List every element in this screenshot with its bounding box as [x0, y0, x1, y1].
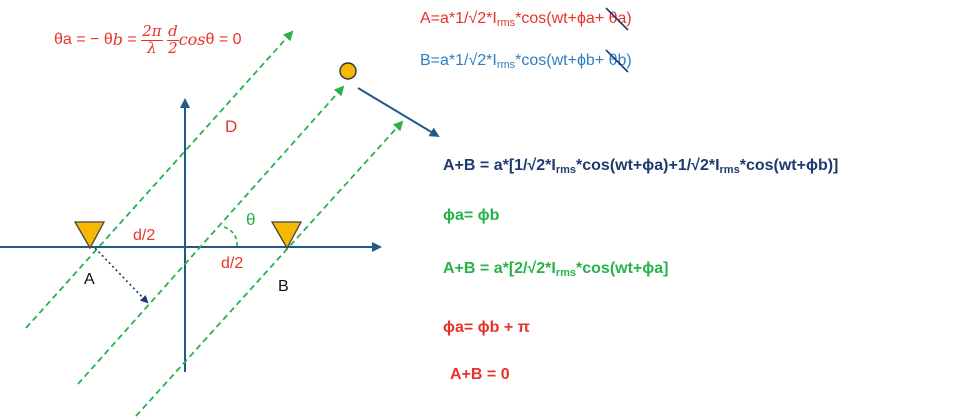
equation-b-post: *cos(wt+ϕb+ [515, 52, 609, 69]
path-difference-arrow [94, 247, 149, 304]
signal-direction-arrow [357, 87, 440, 138]
sum-p1: A+B = a*[1/√2*I [443, 157, 556, 174]
label-theta: θ [246, 210, 256, 229]
fraction2-num: d [167, 22, 179, 41]
wavefront-line-left [25, 30, 294, 329]
phase-equal-condition: ϕa= ϕb [443, 207, 500, 224]
strike-mark-a [605, 7, 629, 31]
equation-b-struck: θb [605, 49, 629, 73]
fraction-num: 2π [141, 22, 163, 41]
antenna-b [270, 221, 303, 250]
equation-a-pre: A=a*1/√2*I [420, 10, 497, 27]
fraction2-den: 2 [168, 38, 178, 57]
equation-a-post: *cos(wt+ϕa+ [515, 10, 609, 27]
equation-a-struck: θa [605, 7, 629, 31]
theta-arc [223, 226, 238, 248]
equation-a-end: ) [626, 10, 632, 27]
wavefront-line-middle [77, 85, 345, 385]
sum2-s1: rms [555, 267, 577, 279]
equation-a-sub: rms [496, 17, 516, 29]
phase-opposite-condition: ϕa= ϕb + π [443, 319, 530, 336]
fraction-den: λ [147, 38, 157, 57]
phase-formula-rhs: θ = 0 [205, 31, 242, 49]
sum-p2: *cos(wt+ϕa)+1/√2*I [576, 157, 720, 174]
antenna-a [73, 221, 106, 250]
sum2-p2: *cos(wt+ϕa] [576, 260, 669, 277]
sum-equation: A+B = a*[1/√2*Irms*cos(wt+ϕa)+1/√2*Irms*… [443, 158, 838, 176]
label-B: B [278, 278, 289, 295]
phase-formula-eq: = [127, 31, 137, 49]
sum-s2: rms [719, 164, 740, 176]
sum-equation-in-phase: A+B = a*[2/√2*Irms*cos(wt+ϕa] [443, 261, 669, 279]
equation-b-pre: B=a*1/√2*I [420, 52, 497, 69]
label-d2-left: d/2 [133, 227, 156, 244]
phase-formula-b: b [112, 30, 123, 50]
sum-result: A+B = 0 [450, 366, 510, 383]
sum-s1: rms [555, 164, 577, 176]
equation-b-end: ) [626, 52, 632, 69]
label-d2-right: d/2 [221, 255, 244, 272]
wavefront-line-right [135, 120, 404, 417]
sum-p3: *cos(wt+ϕb)] [739, 157, 839, 174]
label-D: D [225, 117, 238, 136]
phase-formula-lhs: θa = − θ [54, 31, 113, 49]
signal-source [339, 62, 357, 80]
equation-a: A=a*1/√2*Irms*cos(wt+ϕa+ θa) [420, 7, 632, 31]
equation-b-sub: rms [496, 59, 516, 71]
strike-mark-b [605, 49, 629, 73]
cos-term: cos [178, 30, 206, 50]
sum2-p1: A+B = a*[2/√2*I [443, 260, 556, 277]
equation-b: B=a*1/√2*Irms*cos(wt+ϕb+ θb) [420, 49, 632, 73]
label-A: A [84, 271, 95, 288]
